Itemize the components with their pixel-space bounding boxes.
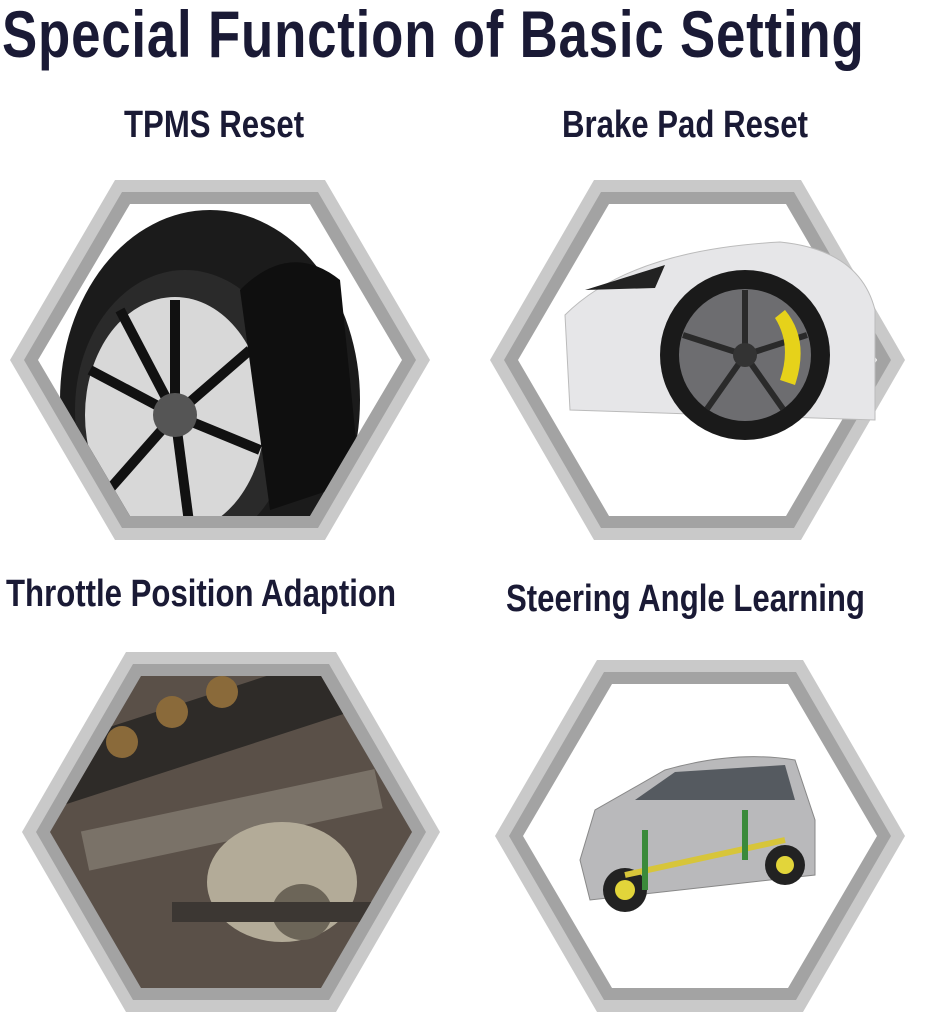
- feature-label-steering: Steering Angle Learning: [506, 578, 865, 620]
- steering-car-image: [495, 660, 905, 1012]
- feature-label-throttle: Throttle Position Adaption: [6, 573, 397, 615]
- feature-label-brake-pad: Brake Pad Reset: [562, 104, 808, 146]
- brake-wheel-image: [490, 180, 905, 540]
- throttle-engine-image: [22, 652, 440, 1012]
- tpms-tire-image: [10, 180, 430, 540]
- feature-label-tpms: TPMS Reset: [124, 104, 305, 146]
- page-title: Special Function of Basic Setting: [2, 0, 865, 71]
